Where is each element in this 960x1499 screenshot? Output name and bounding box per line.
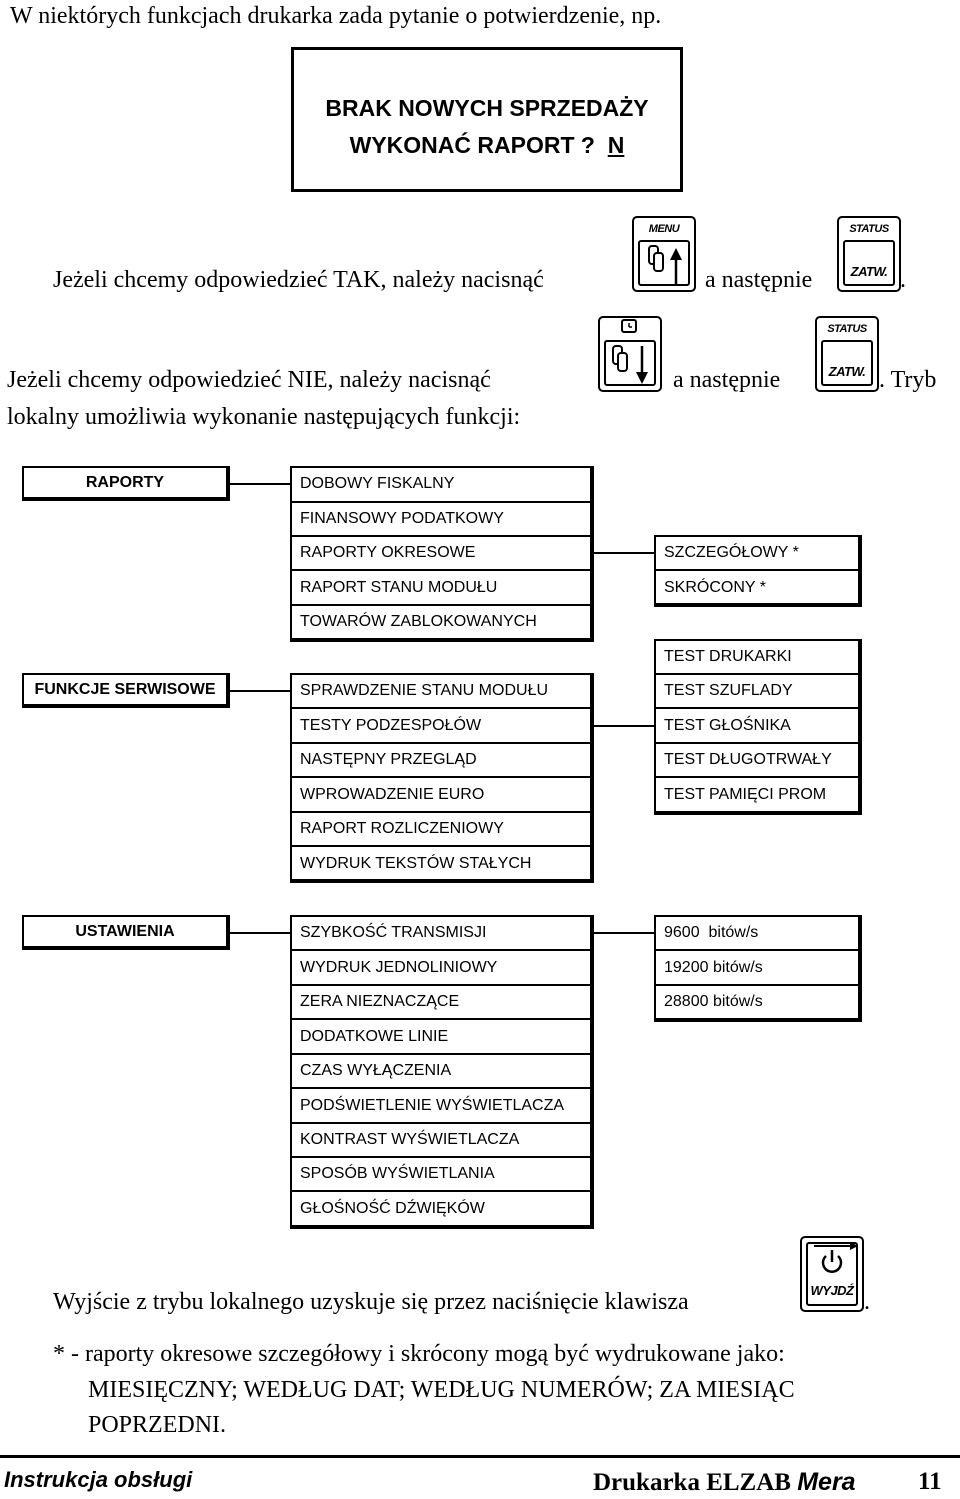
menu-item: GŁOŚNOŚĆ DŹWIĘKÓW (300, 1200, 485, 1217)
menu-item: DOBOWY FISKALNY (300, 475, 455, 492)
submenu-item: TEST DŁUGOTRWAŁY (664, 751, 832, 768)
note-line-1: * - raporty okresowe szczegółowy i skróc… (53, 1341, 785, 1367)
menu-item: DODATKOWE LINIE (300, 1028, 449, 1045)
menu-item: FINANSOWY PODATKOWY (300, 510, 504, 527)
page-number: 11 (918, 1468, 942, 1495)
status-zatw-key-icon: STATUS ZATW. (815, 316, 879, 392)
menu-item: SZYBKOŚĆ TRANSMISJI (300, 924, 487, 941)
submenu-item: TEST DRUKARKI (664, 648, 792, 665)
exit-end: . (864, 1289, 870, 1315)
note-line-2: MIESIĘCZNY; WEDŁUG DAT; WEDŁUG NUMERÓW; … (88, 1377, 795, 1403)
submenu-item: SKRÓCONY * (664, 579, 766, 596)
display-answer: N (607, 132, 625, 158)
menu-item: KONTRAST WYŚWIETLACZA (300, 1131, 520, 1148)
submenu-item: 9600 bitów/s (664, 924, 759, 941)
footer-rule (0, 1455, 960, 1458)
menu-item: RAPORT ROZLICZENIOWY (300, 820, 504, 837)
printer-display: BRAK NOWYCH SPRZEDAŻY WYKONAĆ RAPORT ? N (291, 47, 683, 192)
submenu-item: TEST GŁOŚNIKA (664, 717, 791, 734)
category-ustawienia: USTAWIENIA (22, 915, 230, 950)
menu-item: PODŚWIETLENIE WYŚWIETLACZA (300, 1097, 565, 1114)
status-zatw-key-icon: STATUS ZATW. (837, 216, 901, 292)
category-raporty: RAPORTY (22, 466, 230, 501)
menu-up-key-icon: MENU (632, 216, 696, 292)
down-key-icon (598, 316, 662, 392)
menu-item: SPOSÓB WYŚWIETLANIA (300, 1165, 495, 1182)
display-line-2: WYKONAĆ RAPORT ? N (349, 132, 625, 158)
menu-item: TESTY PODZESPOŁÓW (300, 717, 482, 734)
menu-item: WPROWADZENIE EURO (300, 786, 485, 803)
submenu-item: 28800 bitów/s (664, 993, 763, 1010)
no-end: . Tryb (879, 367, 937, 393)
menu-item: WYDRUK TEKSTÓW STAŁYCH (300, 855, 532, 872)
menu-item: TOWARÓW ZABLOKOWANYCH (300, 613, 537, 630)
yes-then: a następnie (705, 267, 813, 293)
exit-instruction: Wyjście z trybu lokalnego uzyskuje się p… (53, 1289, 689, 1315)
no-then: a następnie (673, 367, 781, 393)
submenu-item: 19200 bitów/s (664, 959, 763, 976)
display-line-1: BRAK NOWYCH SPRZEDAŻY (325, 95, 649, 121)
menu-item: SPRAWDZENIE STANU MODUŁU (300, 682, 549, 699)
menu-item: WYDRUK JEDNOLINIOWY (300, 959, 498, 976)
footer-left: Instrukcja obsługi (4, 1467, 193, 1492)
menu-item: RAPORT STANU MODUŁU (300, 579, 498, 596)
wyjdz-key-icon: WYJDŹ (800, 1236, 864, 1312)
submenu-item: TEST SZUFLADY (664, 682, 793, 699)
submenu-item: SZCZEGÓŁOWY * (664, 544, 799, 561)
intro-line: W niektórych funkcjach drukarka zada pyt… (10, 3, 662, 29)
category-funkcje-serwisowe: FUNKCJE SERWISOWE (22, 673, 230, 708)
menu-item: CZAS WYŁĄCZENIA (300, 1062, 452, 1079)
yes-instruction: Jeżeli chcemy odpowiedzieć TAK, należy n… (53, 267, 544, 293)
menu-item: RAPORTY OKRESOWE (300, 544, 476, 561)
menu-item: ZERA NIEZNACZĄCE (300, 993, 460, 1010)
menu-item: NASTĘPNY PRZEGLĄD (300, 751, 477, 768)
submenu-item: TEST PAMIĘCI PROM (664, 786, 827, 803)
yes-end: . (900, 267, 906, 293)
no-instruction: Jeżeli chcemy odpowiedzieć NIE, należy n… (7, 367, 491, 393)
footer-right: Drukarka ELZAB Mera (593, 1468, 856, 1496)
note-line-3: POPRZEDNI. (88, 1412, 227, 1438)
no-instruction-line2: lokalny umożliwia wykonanie następującyc… (7, 404, 521, 430)
